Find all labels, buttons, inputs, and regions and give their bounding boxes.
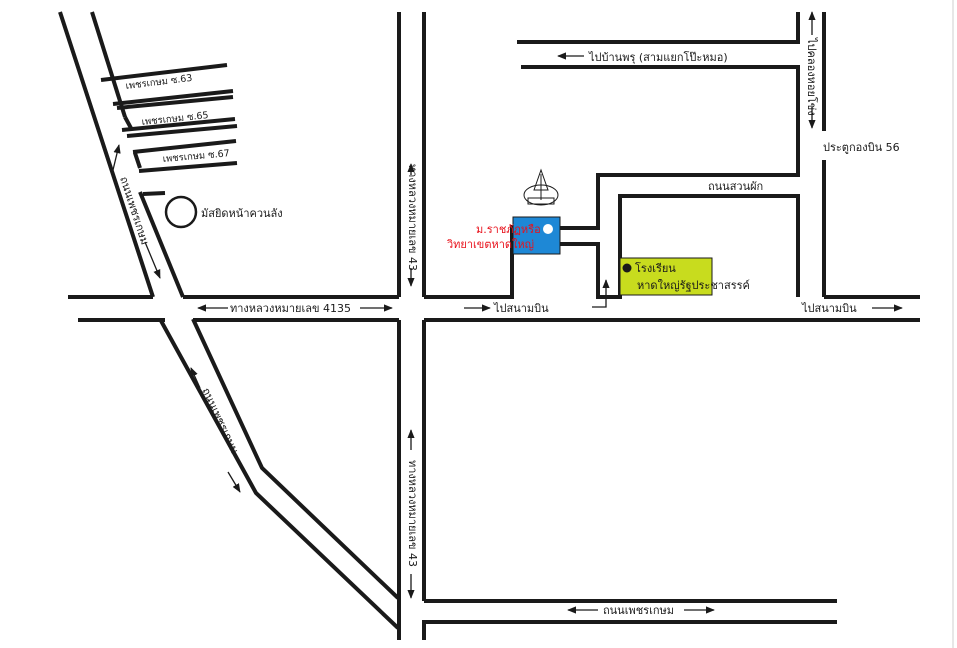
hwy43-lower-label: ทางหลวงหมายเลข 43 (406, 460, 419, 567)
petchkasem-road-diagonal (58, 11, 400, 630)
school-label-line1: โรงเรียน (635, 261, 676, 275)
university-emblem-icon (523, 168, 559, 206)
to-khlonghoihong-label: ไปคลองหอยโข่ง (805, 37, 819, 116)
highway-4135-road (68, 295, 399, 322)
to-airport-left-label: ไปสนามบิน (493, 302, 549, 315)
to-airport-right-label: ไปสนามบิน (801, 302, 857, 315)
university-marker-icon (543, 224, 553, 234)
hwy43-upper-label: ทางหลวงหมายเลข 43 (406, 164, 419, 271)
highway-43-road (397, 12, 426, 640)
school-label-line2: หาดใหญ่รัฐประชาสรรค์ (637, 279, 750, 292)
soi-branches (100, 63, 238, 196)
road-suanphak-label: ถนนสวนผัก (708, 180, 763, 193)
direction-arrows (112, 11, 903, 614)
petchkasem-road-bottom (422, 599, 837, 640)
road-petchkasem-lower-label: ถนนเพชรเกษม (199, 386, 241, 456)
university-label-line1: ม.ราชภัฏหรือ (476, 223, 541, 236)
mosque-label: มัสยิดหน้าควนลัง (201, 207, 283, 220)
university-label-line2: วิทยาเขตหาดใหญ่ (446, 238, 534, 251)
school-marker-icon (622, 263, 632, 273)
university-box (512, 216, 561, 255)
road-to-banphru (517, 12, 826, 297)
road-petchkasem-bottom-label: ถนนเพชรเกษม (603, 604, 674, 617)
airport-road (424, 194, 920, 322)
gate56-label: ประตูกองบิน 56 (823, 141, 900, 154)
school-box (619, 257, 713, 296)
to-banphru-label: ไปบ้านพรุ (สามแยกโป๊ะหมอ) (588, 50, 728, 64)
mosque-circle-icon (164, 195, 198, 229)
hwy4135-label: ทางหลวงหมายเลข 4135 (230, 302, 351, 315)
